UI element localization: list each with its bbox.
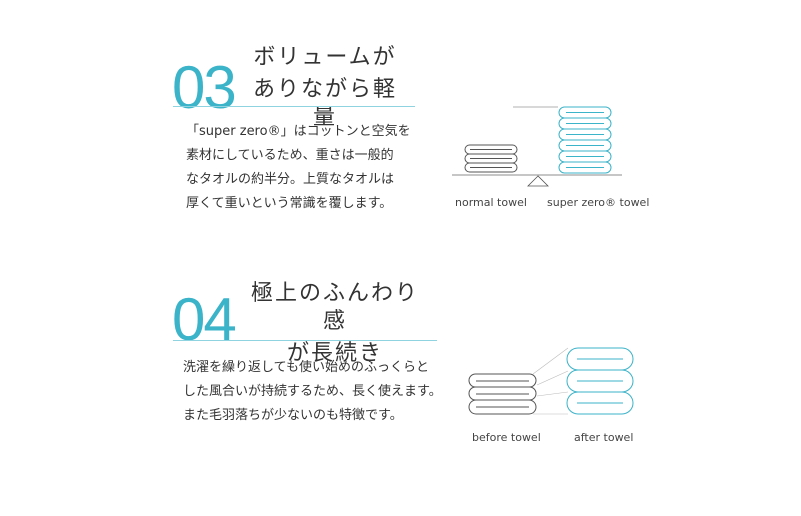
label-before-towel: before towel: [472, 431, 541, 444]
title-line: ボリュームが: [253, 45, 397, 70]
body-line: 素材にしているため、重さは一般的: [186, 148, 394, 163]
body-line: 洗濯を繰り返しても使い始めのふっくらと: [183, 360, 429, 375]
title-line: 極上のふんわり感: [250, 281, 419, 334]
body-line: した風合いが持続するため、長く使えます。: [183, 384, 442, 399]
section-number-04: 04: [172, 286, 237, 353]
divider: [173, 106, 415, 107]
section-number-03: 03: [172, 54, 237, 121]
body-line: 厚くて重いという常識を覆します。: [186, 196, 393, 211]
body-line: 「super zero®」はコットンと空気を: [186, 124, 411, 139]
title-line: ありながら軽量: [252, 77, 397, 130]
title-line: が長続き: [286, 341, 383, 366]
divider: [173, 340, 437, 341]
body-line: また毛羽落ちが少ないのも特徴です。: [183, 408, 403, 423]
label-normal-towel: normal towel: [455, 196, 527, 209]
section-body-04: 洗濯を繰り返しても使い始めのふっくらと した風合いが持続するため、長く使えます。…: [183, 356, 442, 428]
body-line: なタオルの約半分。上質なタオルは: [186, 172, 395, 187]
label-super-zero-towel: super zero® towel: [547, 196, 650, 209]
section-body-03: 「super zero®」はコットンと空気を 素材にしているため、重さは一般的 …: [186, 120, 411, 216]
section-title-04: 極上のふんわり感 が長続き: [240, 280, 430, 368]
label-after-towel: after towel: [574, 431, 634, 444]
section-title-03: ボリュームが ありながら軽量: [245, 44, 405, 132]
